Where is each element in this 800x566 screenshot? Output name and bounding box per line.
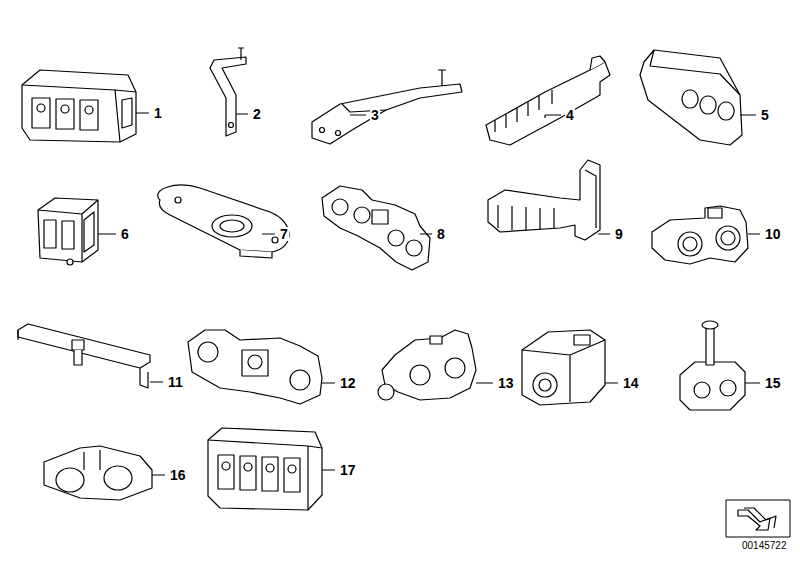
callout-number: 4 <box>565 108 575 122</box>
callout-number: 7 <box>279 227 289 241</box>
diagram-code: 00145722 <box>741 541 788 551</box>
callout-number: 8 <box>436 227 446 241</box>
callout-number: 13 <box>497 376 515 390</box>
callout-number: 12 <box>339 376 357 390</box>
callout-number: 16 <box>169 468 187 482</box>
callout-number: 15 <box>764 376 782 390</box>
callout-number: 1 <box>153 106 163 120</box>
callout-number: 2 <box>252 107 262 121</box>
callout-number: 5 <box>760 108 770 122</box>
callout-number: 6 <box>120 227 130 241</box>
callout-number: 3 <box>370 108 380 122</box>
callout-number: 10 <box>764 227 782 241</box>
callout-number: 17 <box>339 463 357 477</box>
callout-number: 11 <box>167 375 184 389</box>
callout-number: 14 <box>622 376 640 390</box>
callout-number: 9 <box>614 227 624 241</box>
